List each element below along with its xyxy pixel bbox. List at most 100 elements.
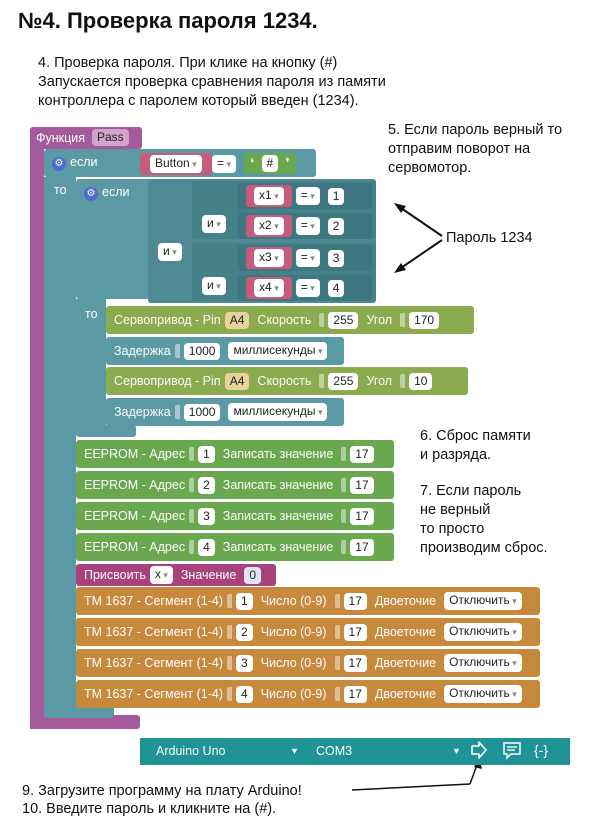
servo2-angle-label: Угол xyxy=(366,374,393,388)
eeprom2-val[interactable]: 17 xyxy=(350,476,374,494)
and-dropdown-outer[interactable]: и xyxy=(158,243,182,261)
and-dropdown-2[interactable]: и xyxy=(202,277,226,295)
note-step7: 7. Если пароль не верный то просто произ… xyxy=(420,483,548,556)
tm4-seg[interactable]: 4 xyxy=(236,685,253,703)
cond-row-4[interactable]: x4 = 4 xyxy=(238,275,372,301)
tm3-mode[interactable]: Отключить xyxy=(444,654,522,672)
tm1-num[interactable]: 17 xyxy=(343,592,367,610)
eeprom-block-4[interactable]: EEPROM - Адрес 4 Записать значение 17 xyxy=(76,533,394,561)
cond-row-1[interactable]: x1 = 1 xyxy=(238,183,372,209)
tm2-num[interactable]: 17 xyxy=(343,623,367,641)
upload-arrow-icon[interactable] xyxy=(470,740,488,763)
tm4-mode[interactable]: Отключить xyxy=(444,685,522,703)
cond-eq-2[interactable]: = xyxy=(295,217,320,235)
tm-block-3[interactable]: TM 1637 - Сегмент (1-4) 3 Число (0-9) 17… xyxy=(76,649,540,677)
delay1-unit[interactable]: миллисекунды xyxy=(228,342,328,360)
port-chevron-down-icon[interactable]: ▼ xyxy=(452,746,461,756)
cond-val-1[interactable]: 1 xyxy=(327,187,345,205)
board-select[interactable]: Arduino Uno xyxy=(156,744,226,758)
servo2-speed[interactable]: 255 xyxy=(328,372,359,390)
assign-var[interactable]: x xyxy=(149,566,173,584)
servo2-pin[interactable]: A4 xyxy=(224,372,250,390)
cond-val-4[interactable]: 4 xyxy=(327,279,345,297)
tm-block-4[interactable]: TM 1637 - Сегмент (1-4) 4 Число (0-9) 17… xyxy=(76,680,540,708)
tm-block-1[interactable]: TM 1637 - Сегмент (1-4) 1 Число (0-9) 17… xyxy=(76,587,540,615)
delay-block-2[interactable]: Задержка 1000 миллисекунды xyxy=(106,398,344,426)
serial-monitor-icon[interactable] xyxy=(502,740,522,763)
assign-block[interactable]: Присвоить x Значение 0 xyxy=(76,564,276,586)
function-name[interactable]: Pass xyxy=(92,129,129,146)
tm3-seg[interactable]: 3 xyxy=(236,654,253,672)
delay2-unit[interactable]: миллисекунды xyxy=(228,403,328,421)
function-header[interactable]: Функция Pass xyxy=(30,127,142,149)
button-var-block[interactable]: Button xyxy=(140,153,212,175)
gear-icon-inner[interactable]: ⚙ xyxy=(84,187,98,201)
eeprom1-val[interactable]: 17 xyxy=(350,445,374,463)
eeprom-block-2[interactable]: EEPROM - Адрес 2 Записать значение 17 xyxy=(76,471,394,499)
function-label: Функция xyxy=(36,131,86,145)
arduino-toolbar: Arduino Uno ▼ COM3 ▼ {-} xyxy=(140,738,570,765)
servo-block-1[interactable]: Сервопривод - Pin A4 Скорость 255 Угол 1… xyxy=(106,306,474,334)
if-outer-eq[interactable]: = xyxy=(212,155,237,173)
servo1-speed[interactable]: 255 xyxy=(328,311,359,329)
cond-var-3[interactable]: x3 xyxy=(254,249,284,267)
cond-row-3[interactable]: x3 = 3 xyxy=(238,245,372,271)
string-value[interactable]: # xyxy=(261,155,279,172)
tm4-num[interactable]: 17 xyxy=(343,685,367,703)
cond-val-3[interactable]: 3 xyxy=(327,249,345,267)
cond-eq-3[interactable]: = xyxy=(295,249,320,267)
servo1-angle[interactable]: 170 xyxy=(409,311,440,329)
tm3-num[interactable]: 17 xyxy=(343,654,367,672)
tm4-label: TM 1637 - Сегмент (1-4) xyxy=(84,687,224,701)
tm-block-2[interactable]: TM 1637 - Сегмент (1-4) 2 Число (0-9) 17… xyxy=(76,618,540,646)
and-dropdown-1[interactable]: и xyxy=(202,215,226,233)
cond-val-2[interactable]: 2 xyxy=(327,217,345,235)
cond-row-2[interactable]: x2 = 2 xyxy=(238,213,372,239)
eeprom4-addr[interactable]: 4 xyxy=(198,538,215,556)
eeprom2-addr[interactable]: 2 xyxy=(198,476,215,494)
eeprom1-addr[interactable]: 1 xyxy=(198,445,215,463)
servo2-speed-label: Скорость xyxy=(257,374,312,388)
tm1-colon: Двоеточие xyxy=(374,594,437,608)
cond-var-1[interactable]: x1 xyxy=(254,187,284,205)
function-footer xyxy=(30,715,140,729)
if-outer-header[interactable]: ⚙ если Button = ❛ # ❜ xyxy=(44,149,316,177)
port-select[interactable]: COM3 xyxy=(316,744,353,758)
tm2-mode[interactable]: Отключить xyxy=(444,623,522,641)
cond-eq-1[interactable]: = xyxy=(295,187,320,205)
string-block[interactable]: ❛ # ❜ xyxy=(244,153,296,174)
servo1-speed-label: Скорость xyxy=(257,313,312,327)
delay2-value[interactable]: 1000 xyxy=(183,403,221,421)
eeprom-block-3[interactable]: EEPROM - Адрес 3 Записать значение 17 xyxy=(76,502,394,530)
delay1-value[interactable]: 1000 xyxy=(183,342,221,360)
tm1-seg[interactable]: 1 xyxy=(236,592,253,610)
code-braces-icon[interactable]: {-} xyxy=(534,742,549,758)
cond-var-4[interactable]: x4 xyxy=(254,279,284,297)
eeprom4-val[interactable]: 17 xyxy=(350,538,374,556)
arrow-head-up xyxy=(394,203,406,213)
note-step9: 9. Загрузите программу на плату Arduino! xyxy=(22,783,302,799)
if-outer-then: то xyxy=(54,183,67,197)
tm2-seg[interactable]: 2 xyxy=(236,623,253,641)
note-step5: 5. Если пароль верный то отправим поворо… xyxy=(388,122,563,176)
eeprom-block-1[interactable]: EEPROM - Адрес 1 Записать значение 17 xyxy=(76,440,394,468)
assign-value[interactable]: 0 xyxy=(244,566,261,584)
servo2-angle[interactable]: 10 xyxy=(409,372,433,390)
cond-var-2[interactable]: x2 xyxy=(254,217,284,235)
eeprom1-label: EEPROM - Адрес xyxy=(84,447,186,461)
if-outer-label: если xyxy=(70,155,98,169)
eeprom3-val[interactable]: 17 xyxy=(350,507,374,525)
button-var-dropdown[interactable]: Button xyxy=(150,155,202,173)
cond-eq-4[interactable]: = xyxy=(295,279,320,297)
servo2-label: Сервопривод - Pin xyxy=(114,374,221,388)
gear-icon[interactable]: ⚙ xyxy=(52,157,66,171)
eeprom3-addr[interactable]: 3 xyxy=(198,507,215,525)
tm1-mode[interactable]: Отключить xyxy=(444,592,522,610)
servo1-pin[interactable]: A4 xyxy=(224,311,250,329)
tm3-colon: Двоеточие xyxy=(374,656,437,670)
if-inner-footer xyxy=(76,425,136,437)
delay-block-1[interactable]: Задержка 1000 миллисекунды xyxy=(106,337,344,365)
if-outer-spine: то xyxy=(44,177,76,711)
servo-block-2[interactable]: Сервопривод - Pin A4 Скорость 255 Угол 1… xyxy=(106,367,468,395)
board-chevron-down-icon[interactable]: ▼ xyxy=(290,746,299,756)
